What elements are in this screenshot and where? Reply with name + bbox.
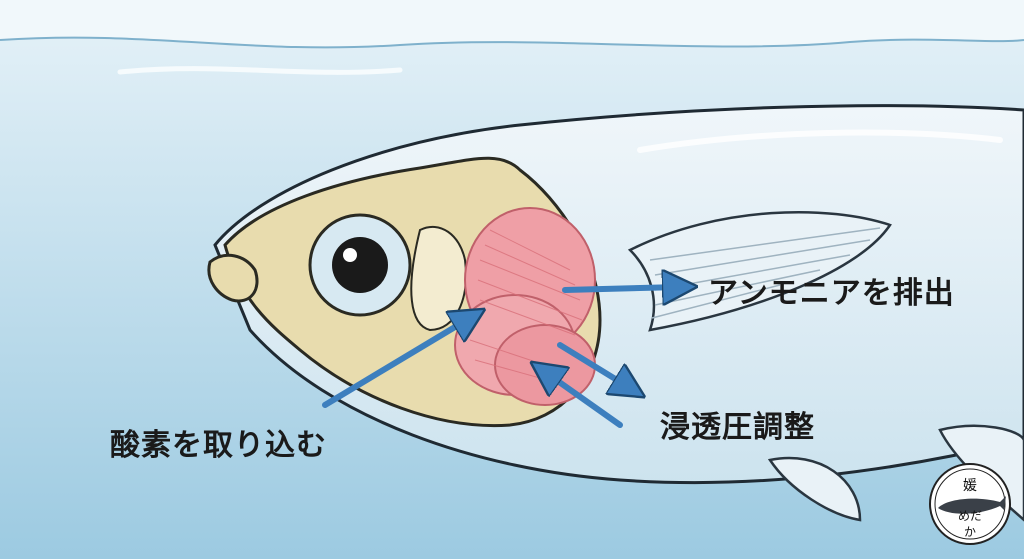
osmoregulation-label: 浸透圧調整 — [660, 410, 815, 445]
oxygen-intake-label: 酸素を取り込む — [110, 428, 327, 463]
ammonia-arrow — [562, 287, 680, 290]
water-surface — [0, 0, 1024, 48]
fish-eye — [308, 213, 412, 317]
svg-text:めだ: めだ — [958, 509, 982, 523]
osmo-arrow-out — [557, 342, 630, 388]
osmo-arrow-in — [545, 372, 623, 428]
svg-text:媛: 媛 — [963, 478, 977, 494]
ammonia-excretion-label: アンモニアを排出 — [708, 276, 955, 311]
medaka-fish-icon — [938, 496, 1006, 514]
svg-text:か: か — [964, 525, 976, 539]
oxygen-arrow — [322, 318, 470, 408]
logo-badge: 媛 めだ か — [929, 463, 1011, 545]
